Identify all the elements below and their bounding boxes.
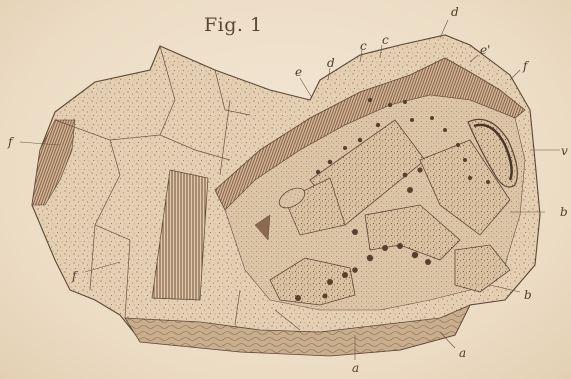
label-f-bottom-left: f: [72, 270, 76, 282]
label-c-left: c: [360, 40, 367, 52]
label-f-left: f: [8, 136, 12, 148]
label-a-right: a: [459, 347, 466, 359]
label-a-bottom: a: [352, 362, 359, 374]
figure-title: Fig. 1: [204, 14, 263, 36]
label-e-prime: e': [480, 44, 490, 56]
label-c-right: c: [382, 34, 389, 46]
label-b-bottom: b: [524, 289, 532, 301]
label-d-mid: d: [327, 57, 335, 69]
label-v-right: v: [561, 145, 568, 157]
label-f-top-right: f: [523, 60, 527, 72]
label-d-top: d: [451, 6, 459, 18]
label-b-right: b: [560, 206, 568, 218]
label-e-left: e: [295, 66, 302, 78]
